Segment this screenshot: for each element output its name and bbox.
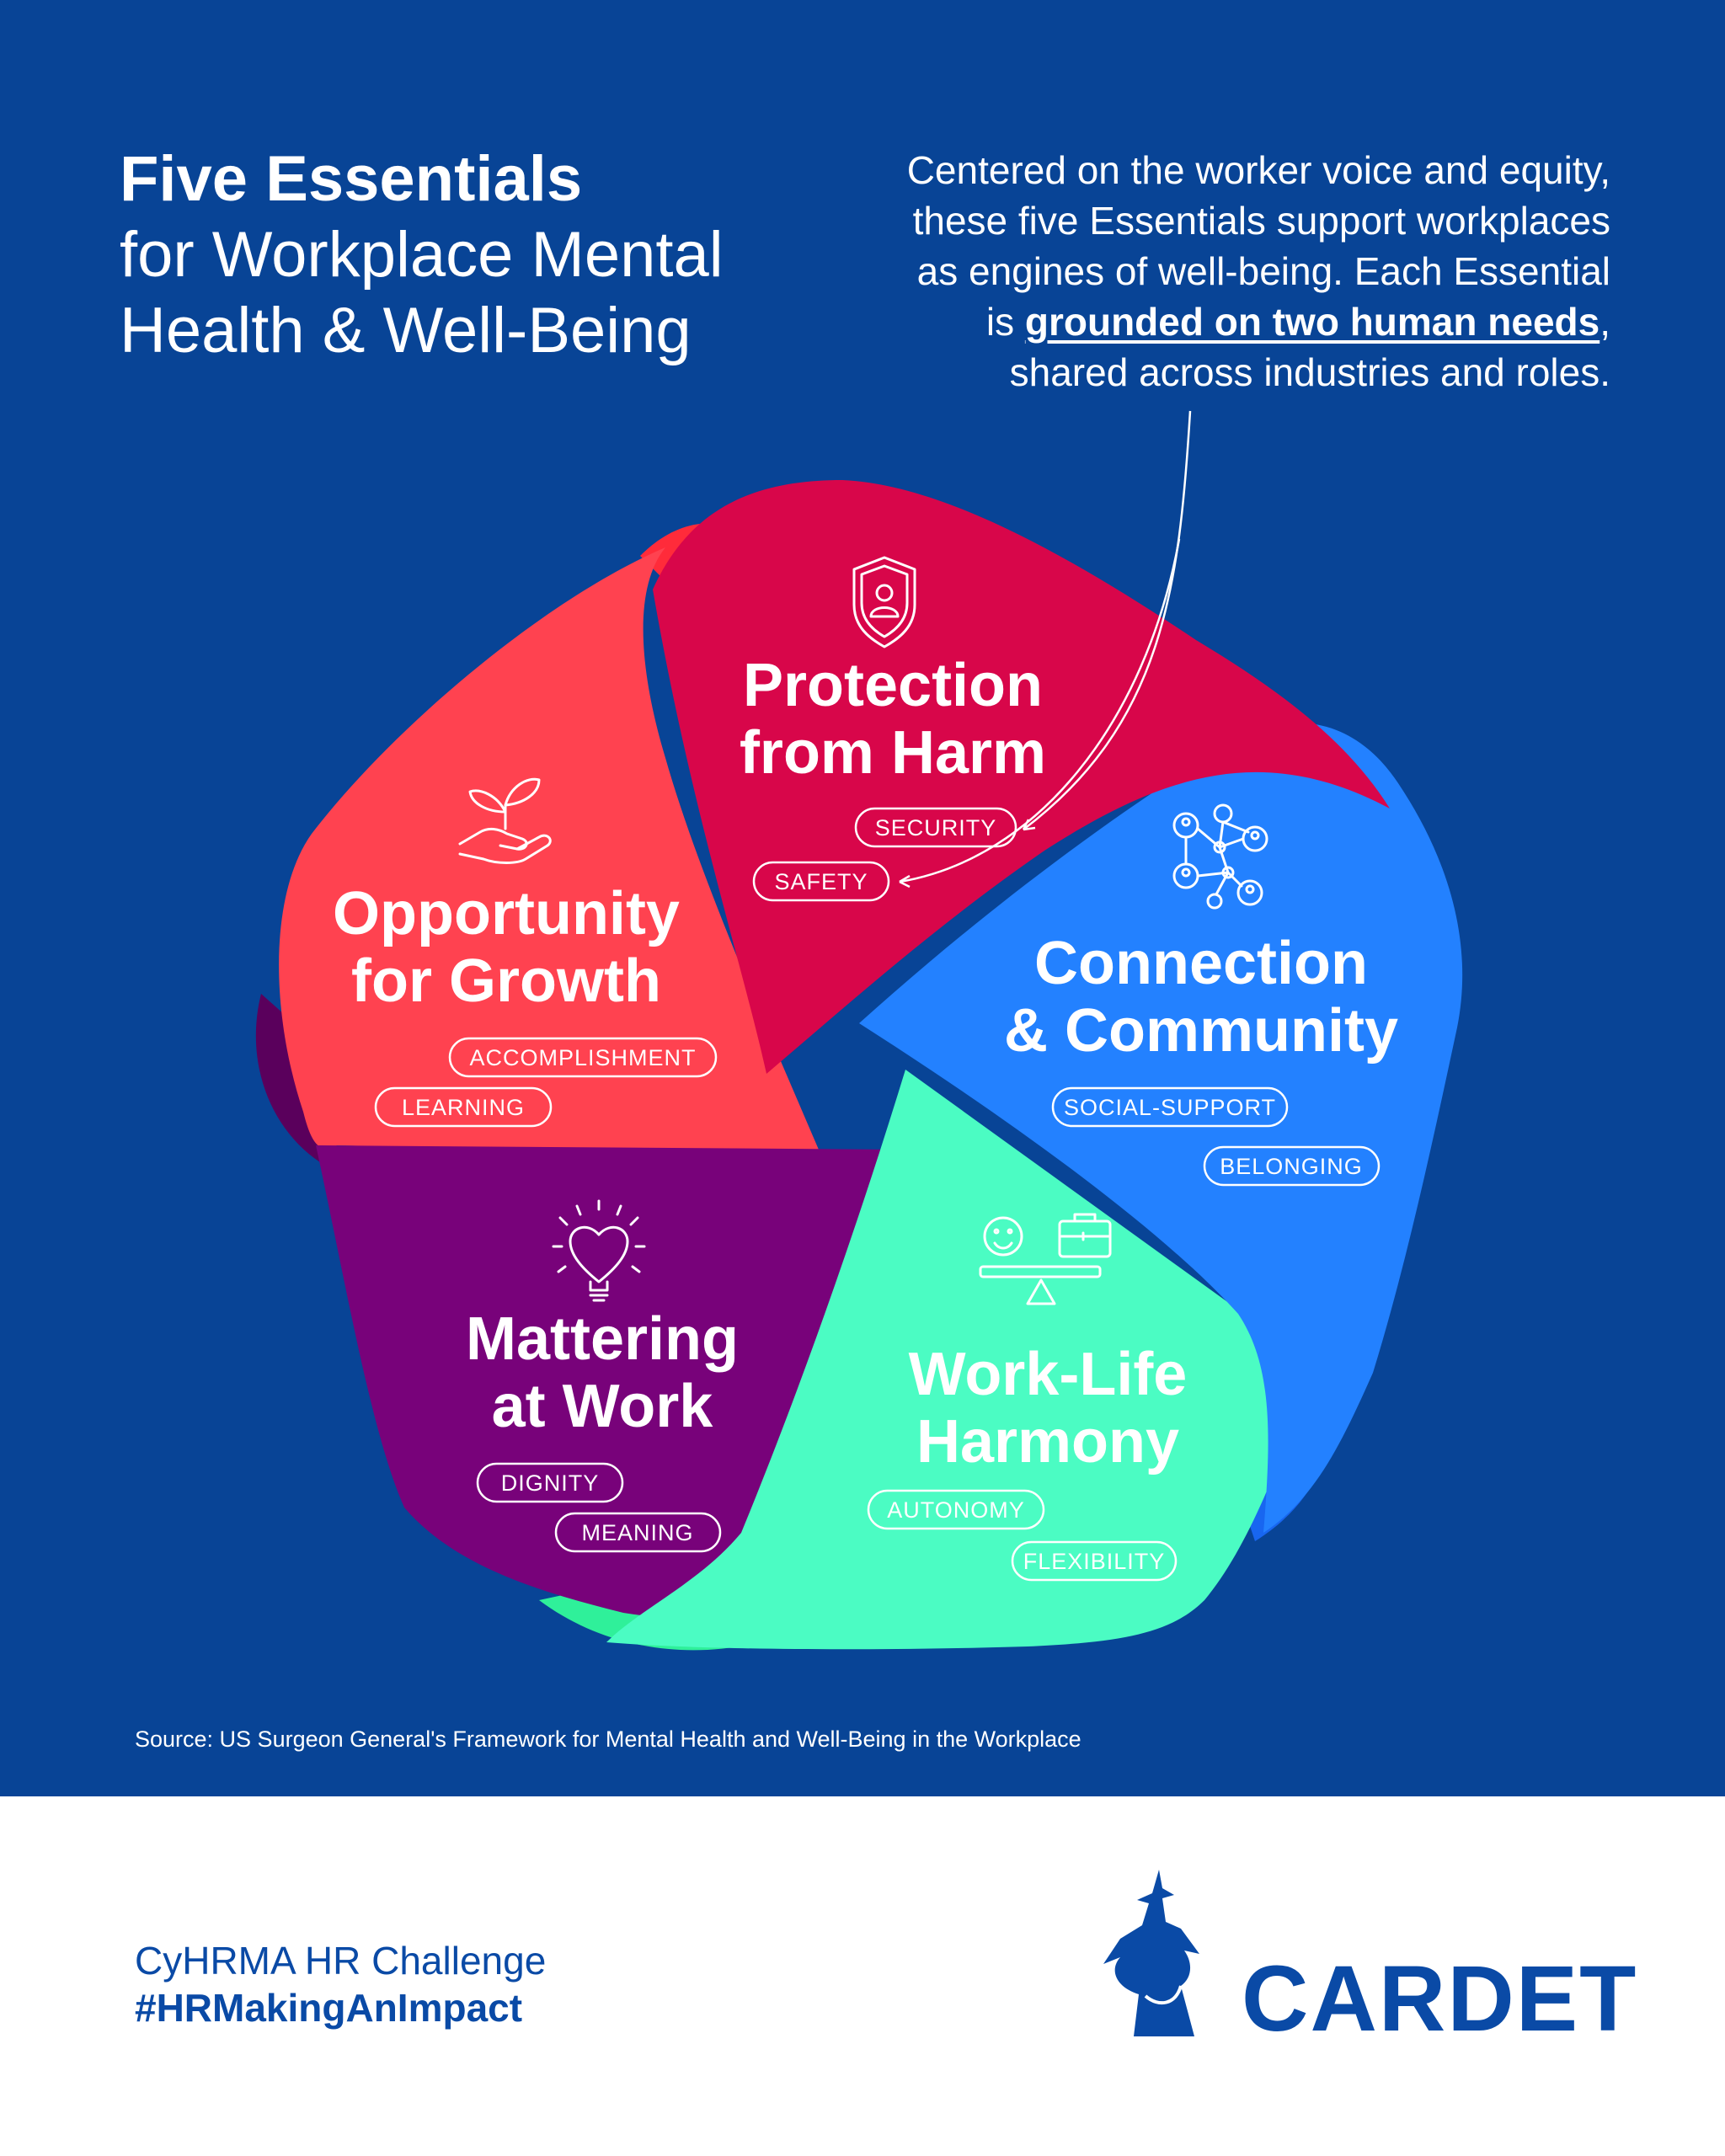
segment-work-life-harmony (606, 1070, 1314, 1650)
cardet-wordmark: CARDET (1242, 1947, 1638, 2051)
pill-security (854, 807, 1017, 848)
intro-part-2: , shared across industries and roles. (1009, 300, 1610, 394)
cardet-emblem-icon (1103, 1870, 1199, 2036)
need-meaning: MEANING (581, 1520, 693, 1545)
pointer-line-security (1023, 410, 1192, 830)
work-life-heading-line-2: Harmony (916, 1408, 1179, 1476)
protection-heading-line-1: Protection (743, 652, 1043, 719)
pill-meaning (554, 1512, 722, 1553)
opportunity-heading-line-2: for Growth (351, 947, 661, 1015)
pill-flexibility (1011, 1540, 1178, 1582)
need-belonging: BELONGING (1220, 1154, 1363, 1179)
title-line-1: Five Essentials (120, 143, 583, 215)
pointer-arrowhead-safety (899, 874, 911, 889)
connection-heading-line-2: & Community (1004, 997, 1398, 1065)
footer-panel (0, 1796, 1725, 2156)
opportunity-heading-line-1: Opportunity (333, 880, 680, 947)
intro-text: Centered on the worker voice and equity,… (886, 145, 1610, 398)
pill-accomplishment (448, 1037, 718, 1078)
intro-emphasis: grounded on two human needs (1024, 300, 1600, 344)
pill-autonomy (867, 1489, 1045, 1530)
pointer-line-safety (899, 538, 1181, 883)
connection-heading-line-1: Connection (1034, 930, 1368, 997)
need-learning: LEARNING (402, 1095, 525, 1120)
source-citation: Source: US Surgeon General's Framework f… (135, 1726, 1081, 1752)
footer-line-1: CyHRMA HR Challenge (135, 1939, 547, 1983)
page-title: Five Essentials for Workplace Mental Hea… (120, 141, 724, 369)
footer-hashtag: #HRMakingAnImpact (135, 1986, 523, 2030)
pill-safety (752, 861, 890, 902)
need-autonomy: AUTONOMY (887, 1497, 1025, 1523)
need-accomplishment: ACCOMPLISHMENT (469, 1045, 696, 1070)
segment-opportunity-for-growth (279, 547, 821, 1155)
title-line-2: for Workplace Mental (120, 219, 724, 291)
need-security: SECURITY (875, 815, 997, 841)
mattering-heading-line-2: at Work (492, 1373, 714, 1440)
shield-person-icon (852, 556, 916, 648)
title-line-3: Health & Well-Being (120, 295, 692, 366)
heart-lightbulb-icon (552, 1199, 646, 1302)
need-dignity: DIGNITY (501, 1470, 600, 1496)
segment-protection-from-harm (653, 480, 1390, 1074)
need-safety: SAFETY (774, 869, 868, 894)
pill-learning (374, 1086, 553, 1128)
balance-scale-icon (979, 1213, 1112, 1305)
pill-social-support (1051, 1086, 1289, 1128)
need-social-support: SOCIAL-SUPPORT (1064, 1095, 1276, 1120)
protection-heading-line-2: from Harm (740, 719, 1046, 787)
mattering-heading-line-1: Mattering (466, 1305, 739, 1373)
essentials-wheel: Protection from Harm SECURITY SAFETY Con… (255, 410, 1463, 1651)
pill-belonging (1203, 1145, 1381, 1187)
work-life-heading-line-1: Work-Life (909, 1341, 1188, 1408)
pill-dignity (476, 1462, 624, 1503)
network-people-icon (1172, 803, 1268, 910)
footer-campaign: CyHRMA HR Challenge #HRMakingAnImpact (135, 1937, 546, 2031)
need-flexibility: FLEXIBILITY (1023, 1549, 1166, 1574)
segment-connection-community (859, 723, 1463, 1533)
cardet-logo: CARDET (1100, 1870, 1636, 2051)
intro-part-1: Centered on the worker voice and equity,… (906, 148, 1610, 344)
plant-hand-icon (458, 777, 552, 864)
